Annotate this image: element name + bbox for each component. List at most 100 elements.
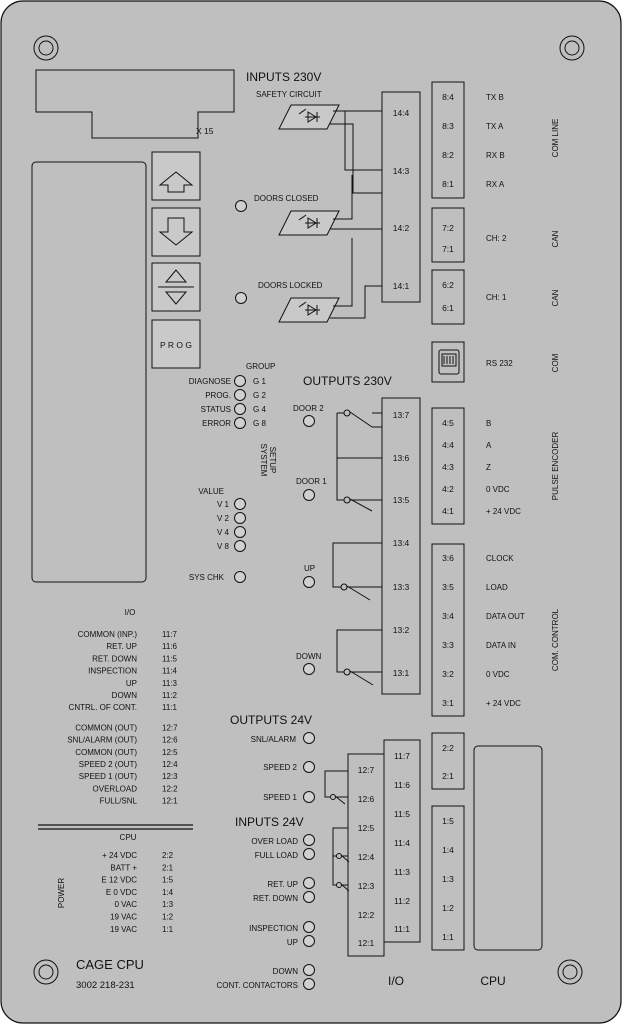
speed2-led [303, 761, 315, 773]
load-label: LOAD [486, 583, 508, 592]
cpu-row-pin: 2:1 [162, 863, 174, 872]
down-arrow-button[interactable] [151, 207, 201, 257]
status-label: STATUS [201, 405, 231, 414]
ret-down-led [303, 891, 315, 903]
io-row-label: DOWN [112, 691, 138, 700]
io-row-pin: 11:7 [162, 630, 178, 639]
encoder-0vdc-label: 0 VDC [486, 485, 510, 494]
inputs-24v-title: INPUTS 24V [235, 815, 304, 829]
cpu-row-label: 19 VAC [110, 913, 137, 922]
can2-connector [431, 207, 465, 263]
prog-led [234, 389, 246, 401]
io-row-pin: 11:1 [162, 703, 178, 712]
io-row-label: COMMON (INP.) [78, 630, 138, 639]
io-row-label: CNTRL. OF CONT. [69, 703, 137, 712]
setup-label: SETUP [268, 447, 277, 474]
io-row-pin: 12:7 [162, 723, 178, 732]
pin-4-5: 4:5 [442, 418, 454, 428]
io-row-pin: 12:1 [162, 797, 178, 806]
terminal-13-4: 13:4 [393, 538, 410, 548]
prog-button[interactable]: P R O G [151, 319, 201, 369]
pin-4-2: 4:2 [442, 484, 454, 494]
io-row-label: COMMON (OUT) [75, 748, 137, 757]
overload-led [303, 834, 315, 846]
mounting-hole-icon [557, 959, 583, 985]
terminal-13-3: 13:3 [393, 582, 410, 592]
tx-a-label: TX A [486, 122, 504, 131]
fullload-led [303, 848, 315, 860]
down-in-led [303, 964, 315, 976]
io-row-pin: 11:4 [162, 667, 178, 676]
optocoupler-icon [278, 104, 340, 130]
terminal-13-2: 13:2 [393, 625, 410, 635]
rj-jack-icon [438, 349, 460, 375]
enter-icon [158, 269, 194, 305]
up-in-led [303, 935, 315, 947]
door2-led [303, 415, 315, 427]
optocoupler-icon [278, 210, 340, 236]
terminal-13-7: 13:7 [393, 410, 410, 420]
down-out-label: DOWN [296, 652, 322, 661]
io-row-label: INSPECTION [88, 667, 137, 676]
error-label: ERROR [202, 419, 231, 428]
speed1-led [303, 791, 315, 803]
enter-button[interactable] [151, 262, 201, 312]
door2-label: DOOR 2 [293, 404, 324, 413]
up-out-label: UP [304, 564, 315, 573]
terminal-13-6: 13:6 [393, 453, 410, 463]
pin-3-2: 3:2 [442, 669, 454, 679]
cpu-window [473, 745, 543, 951]
encoder-z-label: Z [486, 463, 491, 472]
bottom-io-label: I/O [388, 974, 404, 988]
sys-chk-label: SYS CHK [189, 573, 225, 582]
pin-1-5: 1:5 [442, 816, 454, 826]
speed2-label: SPEED 2 [263, 763, 297, 772]
x15-label: X 15 [196, 126, 214, 136]
relay-contact-icon [324, 770, 348, 805]
door1-label: DOOR 1 [296, 477, 327, 486]
system-label: SYSTEM [259, 444, 268, 477]
cpu-row-label: + 24 VDC [102, 851, 137, 860]
v2-label: V 2 [217, 514, 230, 523]
cpu-row-pin: 2:2 [162, 851, 174, 860]
v1-label: V 1 [217, 500, 230, 509]
pin-3-1: 3:1 [442, 698, 454, 708]
rx-b-label: RX B [486, 151, 505, 160]
terminal-11-4: 11:4 [394, 838, 410, 848]
pin-1-1: 1:1 [442, 932, 454, 942]
pin-1-3: 1:3 [442, 874, 454, 884]
display-window [31, 161, 147, 583]
outputs-230v-title: OUTPUTS 230V [303, 374, 392, 388]
terminal-11-5: 11:5 [394, 809, 410, 819]
v2-led [234, 512, 246, 524]
sys-chk-led [234, 571, 246, 583]
group-g2: G 2 [253, 391, 266, 400]
can1-connector [431, 269, 465, 325]
cpu-row-label: BATT + [110, 863, 137, 872]
cpu-connector-2 [431, 732, 465, 790]
group-g4: G 4 [253, 405, 266, 414]
down-in-label: DOWN [273, 967, 299, 976]
terminal-12-1: 12:1 [358, 938, 375, 948]
doors-closed-label: DOORS CLOSED [254, 194, 319, 203]
cont-contactors-label: CONT. CONTACTORS [217, 981, 298, 990]
can-ch1-label: CH: 1 [486, 293, 507, 302]
cpu-row-label: E 0 VDC [106, 888, 137, 897]
terminal-12-6: 12:6 [358, 794, 375, 804]
io-row-label: OVERLOAD [93, 784, 138, 793]
pin-7-2: 7:2 [442, 223, 454, 233]
overload-label: OVER LOAD [251, 837, 298, 846]
pin-4-4: 4:4 [442, 440, 454, 450]
com-0vdc-label: 0 VDC [486, 670, 510, 679]
pin-8-3: 8:3 [442, 121, 454, 131]
inspection-led [303, 921, 315, 933]
v1-led [234, 498, 246, 510]
v4-led [234, 526, 246, 538]
up-arrow-button[interactable] [151, 151, 201, 201]
io-row-label: FULL/SNL [100, 797, 138, 806]
diagnose-label: DIAGNOSE [189, 377, 231, 386]
door1-led [303, 489, 315, 501]
doors-closed-led [235, 200, 247, 212]
cpu-connector-1 [431, 805, 465, 951]
